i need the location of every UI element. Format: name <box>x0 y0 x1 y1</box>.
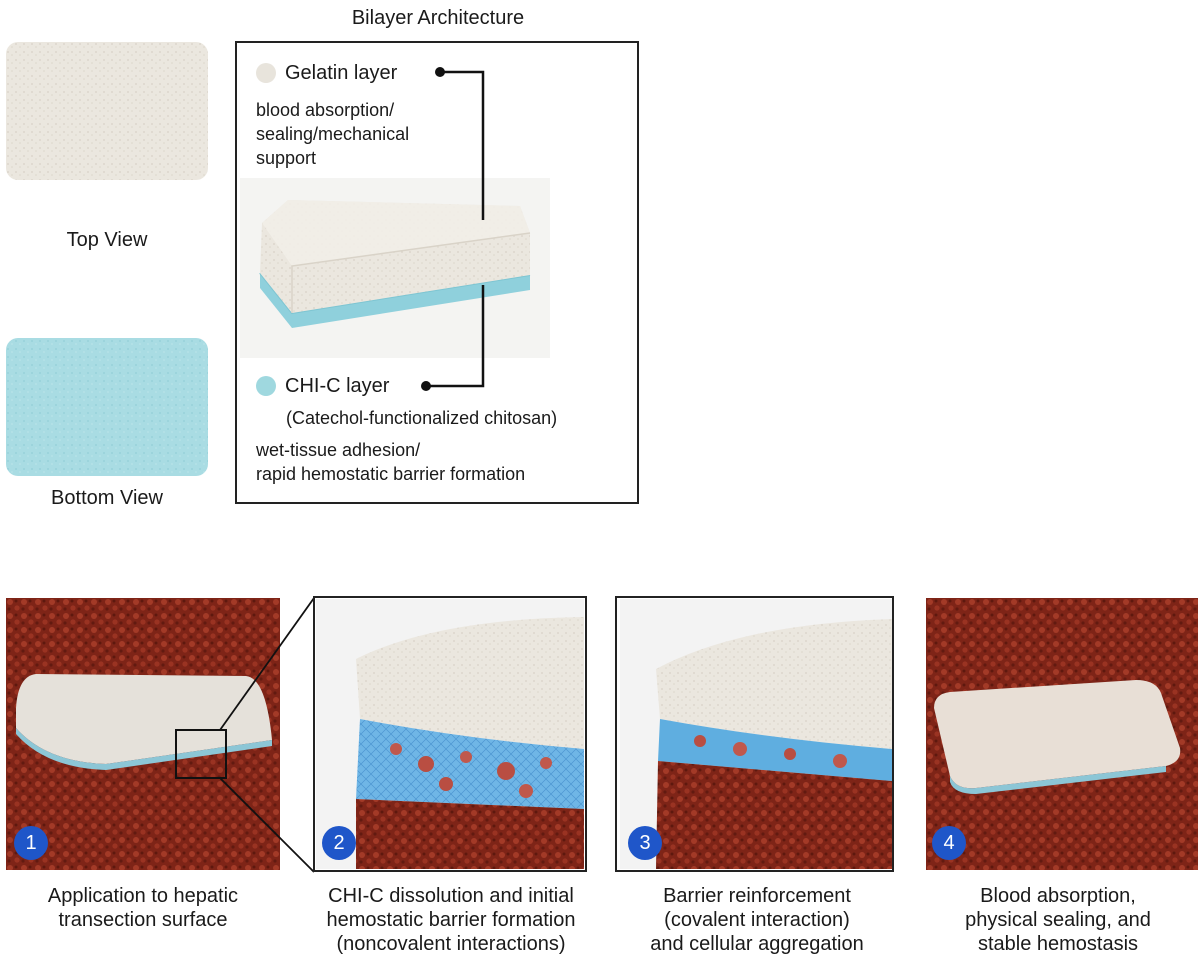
chic-layer-subtitle: (Catechol-functionalized chitosan) <box>286 406 557 430</box>
top-view-label: Top View <box>6 228 208 252</box>
bottom-view-label: Bottom View <box>6 486 208 510</box>
step-3-caption: Barrier reinforcement (covalent interact… <box>612 884 902 956</box>
top-view-swatch <box>6 42 208 180</box>
gelatin-legend-dot <box>256 63 276 83</box>
bottom-view-swatch <box>6 338 208 476</box>
step-3-image <box>620 599 892 869</box>
step-4-image <box>926 598 1198 870</box>
chic-layer-name: CHI-C layer <box>285 374 389 398</box>
layer-connector-lines <box>400 60 510 400</box>
gelatin-layer-description: blood absorption/ sealing/mechanical sup… <box>256 98 409 170</box>
step-3-badge: 3 <box>628 826 662 860</box>
step-4-caption: Blood absorption, physical sealing, and … <box>916 884 1200 956</box>
step-2-image <box>316 599 584 869</box>
gelatin-layer-name: Gelatin layer <box>285 61 397 85</box>
step-2-badge: 2 <box>322 826 356 860</box>
step-1-badge: 1 <box>14 826 48 860</box>
chic-legend-dot <box>256 376 276 396</box>
step-1-caption: Application to hepatic transection surfa… <box>0 884 286 932</box>
step-2-caption: CHI-C dissolution and initial hemostatic… <box>296 884 606 956</box>
step-divider <box>585 596 617 872</box>
zoom-lines <box>170 596 320 876</box>
chic-layer-description: wet-tissue adhesion/ rapid hemostatic ba… <box>256 438 525 486</box>
step-4-badge: 4 <box>932 826 966 860</box>
architecture-title: Bilayer Architecture <box>236 6 640 30</box>
